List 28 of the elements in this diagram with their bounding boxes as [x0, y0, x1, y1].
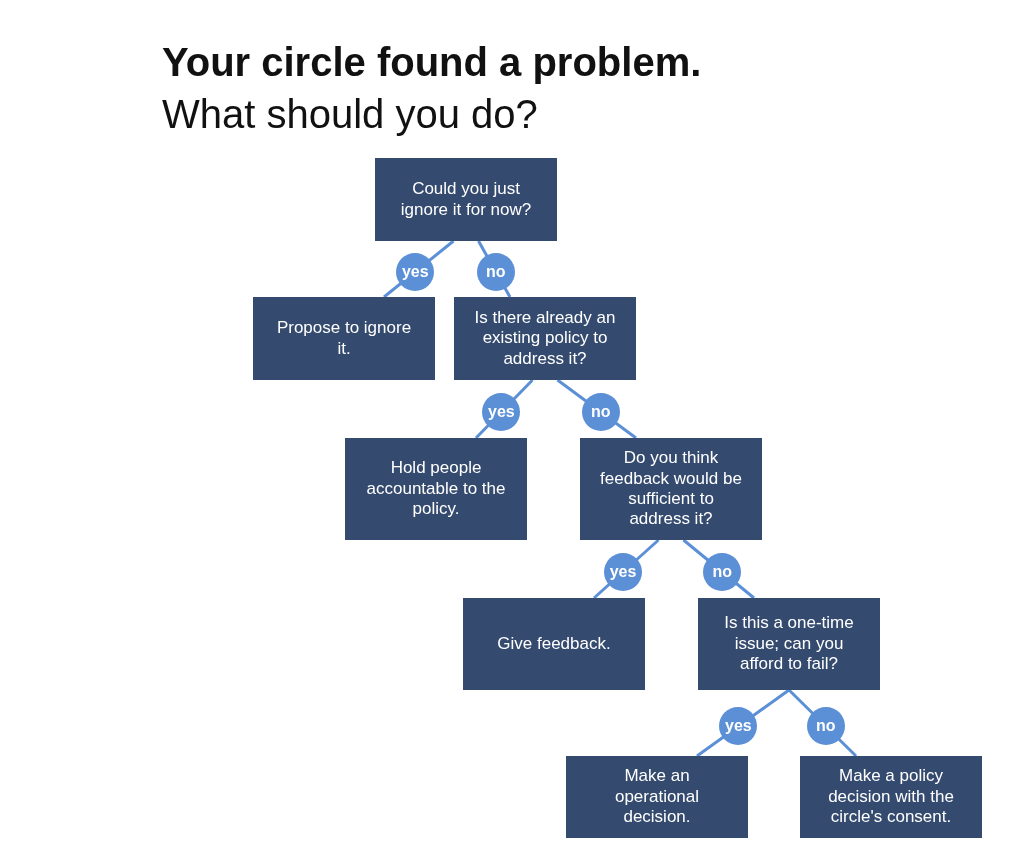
- box-text: Could you just ignore it for now?: [399, 179, 533, 220]
- subtitle: What should you do?: [162, 92, 538, 137]
- process-box: [800, 756, 982, 838]
- box-text: Make an operational decision.: [613, 766, 701, 828]
- process-box: [253, 297, 435, 380]
- box-text: Is this a one-time issue; can you afford to fail?: [723, 613, 855, 675]
- edge-label: yes: [396, 252, 435, 291]
- box-text: Make a policy decision with the circle's consent.: [827, 766, 955, 828]
- process-box: [580, 438, 762, 540]
- box-text: Is there already an existing policy to address it?: [473, 307, 617, 370]
- edge-label: yes: [604, 552, 642, 591]
- box-text: Give feedback.: [497, 633, 611, 655]
- process-box: [698, 598, 880, 690]
- box-text: Do you think feedback would be sufficient to address it?: [599, 448, 743, 530]
- process-box: [463, 598, 645, 690]
- edge-label: no: [581, 392, 620, 431]
- edge-label: no: [806, 707, 845, 746]
- edge-label: yes: [482, 392, 521, 431]
- box-text: Hold people accountable to the policy.: [365, 458, 507, 520]
- box-text: Propose to ignore it.: [275, 318, 413, 359]
- edge-label: no: [476, 252, 515, 291]
- title: Your circle found a problem.: [162, 40, 702, 85]
- process-box: [566, 756, 748, 838]
- process-box: [375, 158, 557, 241]
- edge-label: yes: [719, 707, 758, 746]
- process-box: [345, 438, 527, 540]
- process-box: [454, 297, 636, 380]
- edge-label: no: [703, 552, 742, 591]
